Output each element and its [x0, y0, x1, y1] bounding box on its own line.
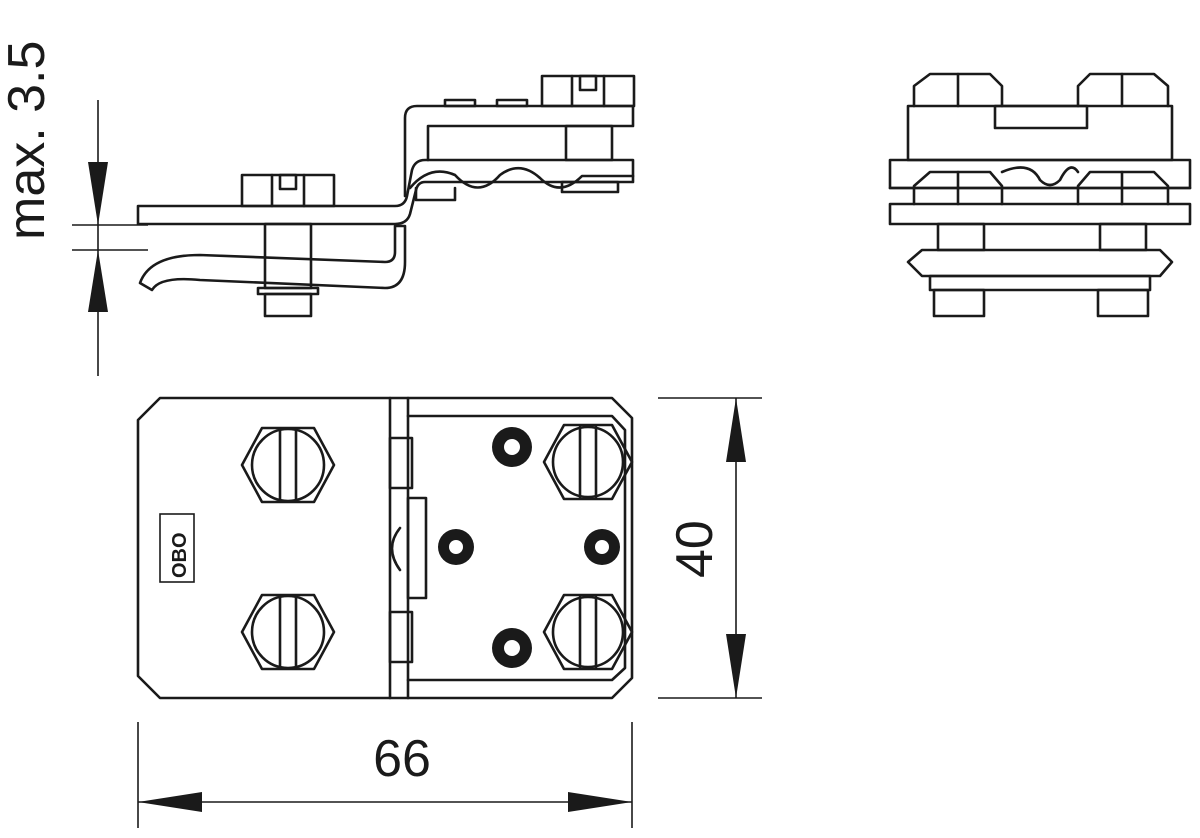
- arrow-right-icon: [568, 792, 632, 812]
- rivet-icon: [492, 628, 532, 668]
- logo-text: OBO: [169, 532, 191, 578]
- arrow-left-icon: [138, 792, 202, 812]
- screw-left: [240, 173, 336, 318]
- width-dimension: 66: [137, 722, 633, 828]
- thickness-dimension: max. 3.5: [0, 41, 148, 376]
- arrow-up-icon: [726, 398, 746, 462]
- top-view: OBO: [136, 396, 762, 828]
- front-view: [888, 72, 1192, 318]
- side-view: max. 3.5: [0, 41, 636, 376]
- width-label: 66: [373, 730, 431, 788]
- height-label: 40: [666, 520, 724, 578]
- rivet-icon: [492, 427, 532, 467]
- hex-bolt-icon: [542, 593, 634, 671]
- height-dimension: 40: [658, 397, 762, 699]
- arrow-down-icon: [88, 162, 108, 225]
- screw-right: [443, 74, 636, 194]
- rivet-icon: [438, 529, 474, 565]
- arrow-down-icon: [726, 634, 746, 698]
- hex-bolt-icon: [542, 423, 634, 501]
- rivet-icon: [584, 529, 620, 565]
- thickness-label: max. 3.5: [0, 41, 56, 240]
- arrow-up-icon: [88, 250, 108, 312]
- hex-bolt-icon: [240, 593, 336, 671]
- obo-logo: OBO: [159, 513, 195, 583]
- hex-bolt-icon: [240, 426, 336, 504]
